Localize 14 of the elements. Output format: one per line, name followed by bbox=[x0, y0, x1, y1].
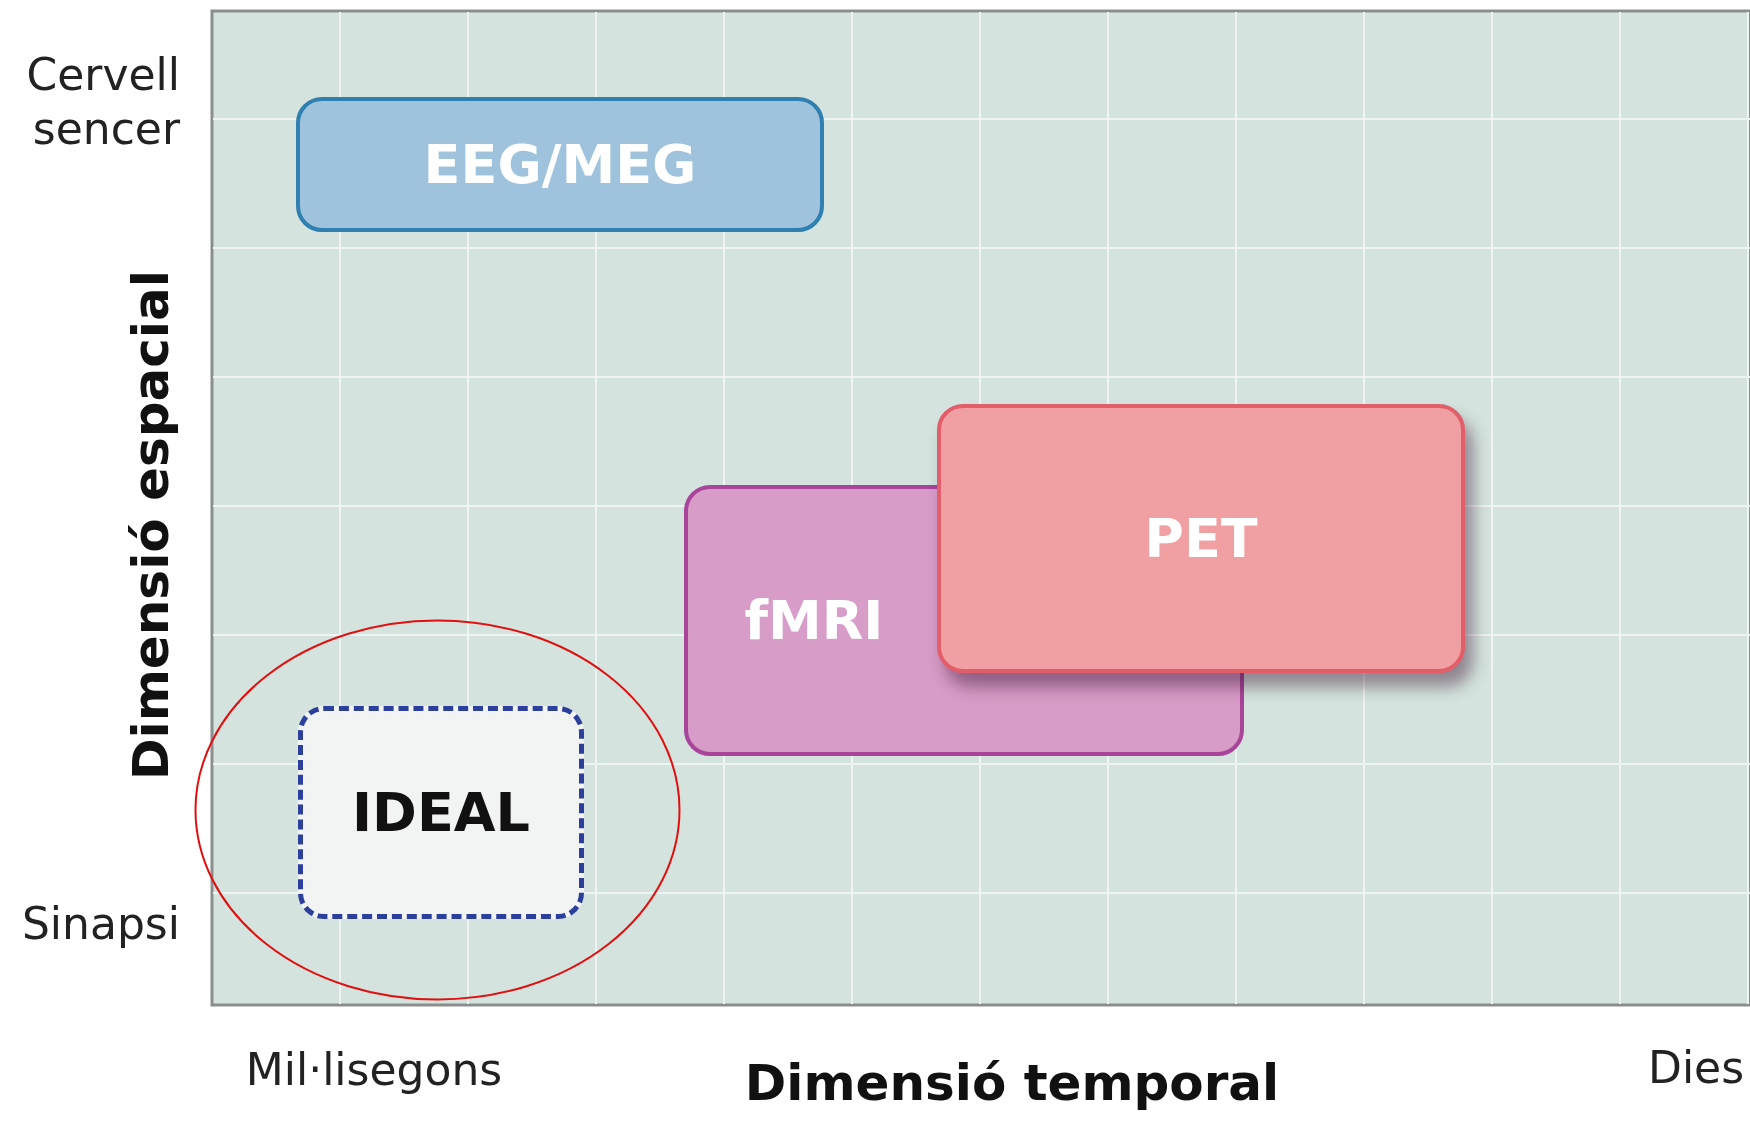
axis-tick-label: Dies bbox=[1648, 1042, 1745, 1093]
highlight-ellipse bbox=[194, 619, 681, 1001]
axis-title: Dimensió temporal bbox=[744, 1054, 1280, 1112]
method-label: PET bbox=[1144, 507, 1258, 570]
method-label: fMRI bbox=[744, 589, 884, 652]
method-box bbox=[937, 404, 1465, 673]
axis-tick-label: Sinapsi bbox=[20, 898, 180, 949]
method-box bbox=[296, 97, 824, 232]
axis-title: Dimensió espacial bbox=[122, 270, 180, 780]
ideal-box bbox=[298, 706, 584, 919]
axis-tick-label: Mil·lisegons bbox=[245, 1043, 503, 1095]
axis-tick-label: Cervell sencer bbox=[25, 48, 180, 156]
method-label: EEG/MEG bbox=[423, 133, 697, 196]
method-label: IDEAL bbox=[352, 781, 530, 844]
